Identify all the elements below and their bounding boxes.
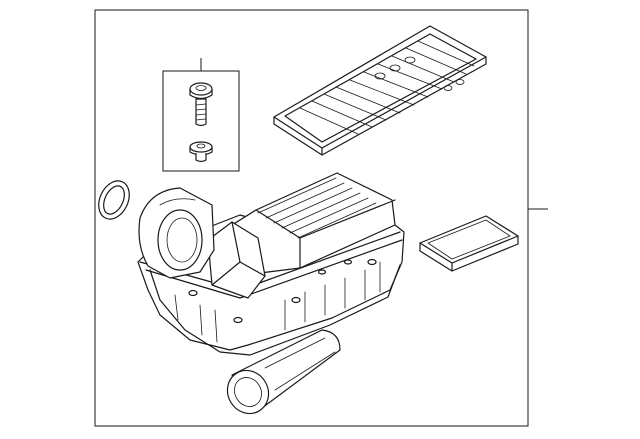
housing-cover-icon [273, 25, 487, 156]
seal-ring-icon [98, 180, 130, 220]
grommet-icon [189, 141, 213, 163]
inlet-duct-icon [138, 187, 215, 279]
assembly-frame [94, 9, 548, 427]
hardware-inset [162, 58, 240, 172]
bolt-icon [189, 82, 213, 127]
filter-element-icon [419, 215, 519, 272]
outlet-tube-icon [226, 329, 341, 415]
